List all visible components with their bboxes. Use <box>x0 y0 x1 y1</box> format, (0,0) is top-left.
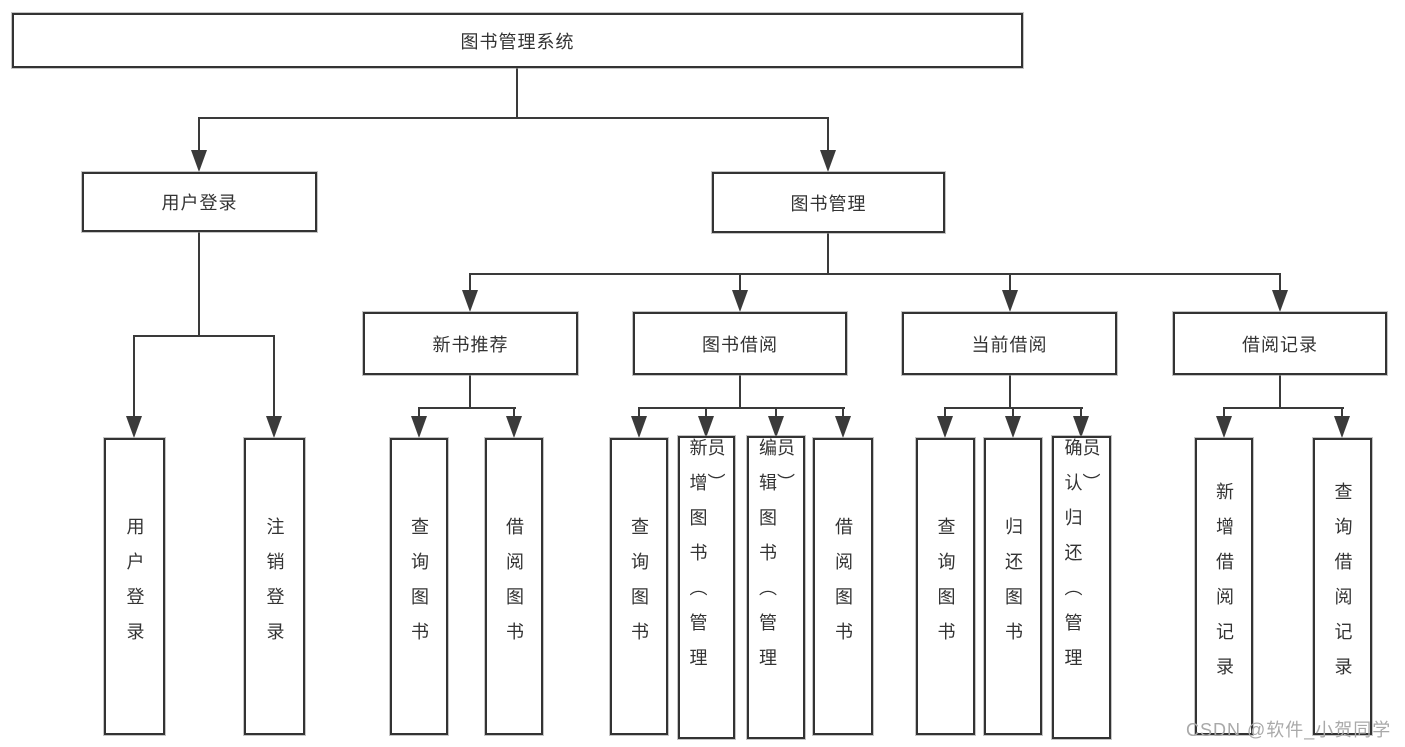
leaf-bb-borrow-books: 借阅图书 <box>813 438 873 735</box>
csdn-watermark: CSDN @软件_小贺同学 <box>1186 720 1392 740</box>
connector-drop-ul-login <box>133 335 135 418</box>
connector-level2-bar <box>198 117 829 119</box>
connector-drop-br-add <box>1223 407 1225 418</box>
arrow-down-icon <box>1334 416 1350 438</box>
arrow-down-icon <box>937 416 953 438</box>
connector-user-login-stem <box>198 232 200 337</box>
connector-nbr-stem <box>469 375 471 409</box>
connector-drop-user-login <box>198 117 200 153</box>
node-current-borrow: 当前借阅 <box>902 312 1117 375</box>
arrow-down-icon <box>266 416 282 438</box>
connector-drop-book-mgmt <box>827 117 829 153</box>
connector-drop-cb-confirm <box>1080 407 1082 418</box>
connector-bb-bar <box>638 407 845 409</box>
node-book-borrow: 图书借阅 <box>633 312 847 375</box>
arrow-down-icon <box>462 290 478 312</box>
connector-drop-br-query <box>1341 407 1343 418</box>
node-book-management: 图书管理 <box>712 172 945 233</box>
connector-drop-ul-logout <box>273 335 275 418</box>
connector-level3-bar <box>469 273 1281 275</box>
leaf-cb-return-books: 归还图书 <box>984 438 1042 735</box>
leaf-bb-add-books-admin: 新增图书（管理员） <box>678 436 735 739</box>
connector-drop-nbr-query <box>418 407 420 418</box>
leaf-br-query-record: 查询借阅记录 <box>1313 438 1372 735</box>
arrow-down-icon <box>698 416 714 438</box>
connector-drop-new-book-rec <box>469 273 471 292</box>
leaf-user-login: 用户登录 <box>104 438 165 735</box>
connector-cb-stem <box>1009 375 1011 409</box>
leaf-nbr-query-books: 查询图书 <box>390 438 448 735</box>
arrow-down-icon <box>1073 416 1089 438</box>
arrow-down-icon <box>1272 290 1288 312</box>
connector-book-mgmt-stem <box>827 232 829 275</box>
leaf-bb-query-books: 查询图书 <box>610 438 668 735</box>
arrow-down-icon <box>506 416 522 438</box>
connector-drop-nbr-borrow <box>513 407 515 418</box>
arrow-down-icon <box>820 150 836 172</box>
connector-drop-bb-query <box>638 407 640 418</box>
connector-drop-borrow-records <box>1279 273 1281 292</box>
connector-drop-book-borrow <box>739 273 741 292</box>
connector-drop-current-borrow <box>1009 273 1011 292</box>
arrow-down-icon <box>411 416 427 438</box>
leaf-nbr-borrow-books: 借阅图书 <box>485 438 543 735</box>
connector-user-login-bar <box>133 335 275 337</box>
node-new-book-recommend: 新书推荐 <box>363 312 578 375</box>
leaf-cb-query-books: 查询图书 <box>916 438 975 735</box>
arrow-down-icon <box>1216 416 1232 438</box>
connector-root-stem <box>516 68 518 118</box>
arrow-down-icon <box>631 416 647 438</box>
arrow-down-icon <box>191 150 207 172</box>
arrow-down-icon <box>768 416 784 438</box>
connector-br-bar <box>1223 407 1344 409</box>
connector-drop-bb-add <box>705 407 707 418</box>
arrow-down-icon <box>126 416 142 438</box>
arrow-down-icon <box>835 416 851 438</box>
arrow-down-icon <box>732 290 748 312</box>
connector-drop-cb-return <box>1012 407 1014 418</box>
leaf-logout: 注销登录 <box>244 438 305 735</box>
connector-drop-cb-query <box>944 407 946 418</box>
node-root-library-system: 图书管理系统 <box>12 13 1023 68</box>
connector-drop-bb-borrow <box>842 407 844 418</box>
leaf-cb-confirm-return-admin: 确认归还（管理员） <box>1052 436 1111 739</box>
node-user-login: 用户登录 <box>82 172 317 232</box>
leaf-bb-edit-books-admin: 编辑图书（管理员） <box>747 436 805 739</box>
connector-bb-stem <box>739 375 741 409</box>
arrow-down-icon <box>1002 290 1018 312</box>
leaf-br-add-record: 新增借阅记录 <box>1195 438 1253 735</box>
node-borrow-records: 借阅记录 <box>1173 312 1387 375</box>
arrow-down-icon <box>1005 416 1021 438</box>
connector-nbr-bar <box>418 407 516 409</box>
connector-br-stem <box>1279 375 1281 409</box>
connector-drop-bb-edit <box>775 407 777 418</box>
